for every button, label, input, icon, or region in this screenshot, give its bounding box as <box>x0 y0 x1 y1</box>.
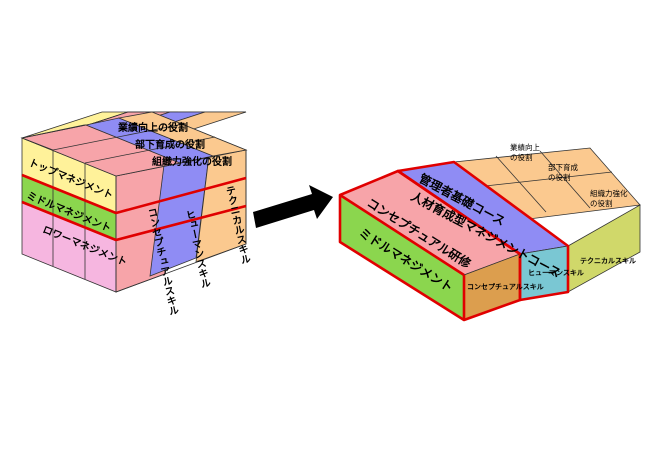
right-block: 管理者基礎コース 人材育成型マネジメントコース コンセプチュアル研修 ミドルマネ… <box>338 142 641 322</box>
role-caption: の役割 <box>510 152 533 162</box>
red-band-lower <box>21 200 247 242</box>
arrow-icon <box>253 185 333 228</box>
skill-label: コンセプチュアルスキル <box>467 282 544 291</box>
left-cube: 業績向上の役割 部下育成の役割 組織力強化の役割 トップマネジメント ミドルマネ… <box>20 111 251 317</box>
top-row-line <box>84 136 216 164</box>
top-row-line <box>52 123 184 151</box>
top-row-label: 部下育成の役割 <box>135 138 205 151</box>
top-row-label: 業績向上の役割 <box>117 121 188 134</box>
role-captions: 業績向上 の役割 部下育成 の役割 組織力強化 の役割 <box>510 142 628 208</box>
role-caption: 部下育成 <box>548 162 578 172</box>
left-cube-top-cols <box>20 111 248 177</box>
role-caption: 業績向上 <box>510 142 540 152</box>
arrow <box>253 185 333 228</box>
left-cube-red-bands <box>21 173 247 242</box>
red-band-upper <box>21 173 247 215</box>
right-side-labels: コンセプチュアルスキル ヒューマンスキル テクニカルスキル <box>467 256 636 291</box>
side-outline <box>115 149 247 293</box>
skill-label: テクニカルスキル <box>580 256 636 265</box>
left-cube-side-face <box>115 138 247 293</box>
right-side-olive <box>567 204 641 293</box>
strip <box>21 137 54 151</box>
top-divider <box>495 155 547 213</box>
red-edge <box>339 193 465 277</box>
role-caption: の役割 <box>548 172 571 182</box>
role-caption: 組織力強化 <box>590 188 628 198</box>
left-cube-top-labels: 業績向上の役割 部下育成の役割 組織力強化の役割 <box>117 121 232 168</box>
top-col-yellow <box>21 124 87 139</box>
top-divider <box>539 150 591 209</box>
skill-label: ヒューマンスキル <box>528 269 584 277</box>
top-divider <box>475 171 613 188</box>
role-caption: の役割 <box>590 198 613 208</box>
red-outline-purple <box>396 160 570 302</box>
top-row-label: 組織力強化の役割 <box>152 155 232 168</box>
